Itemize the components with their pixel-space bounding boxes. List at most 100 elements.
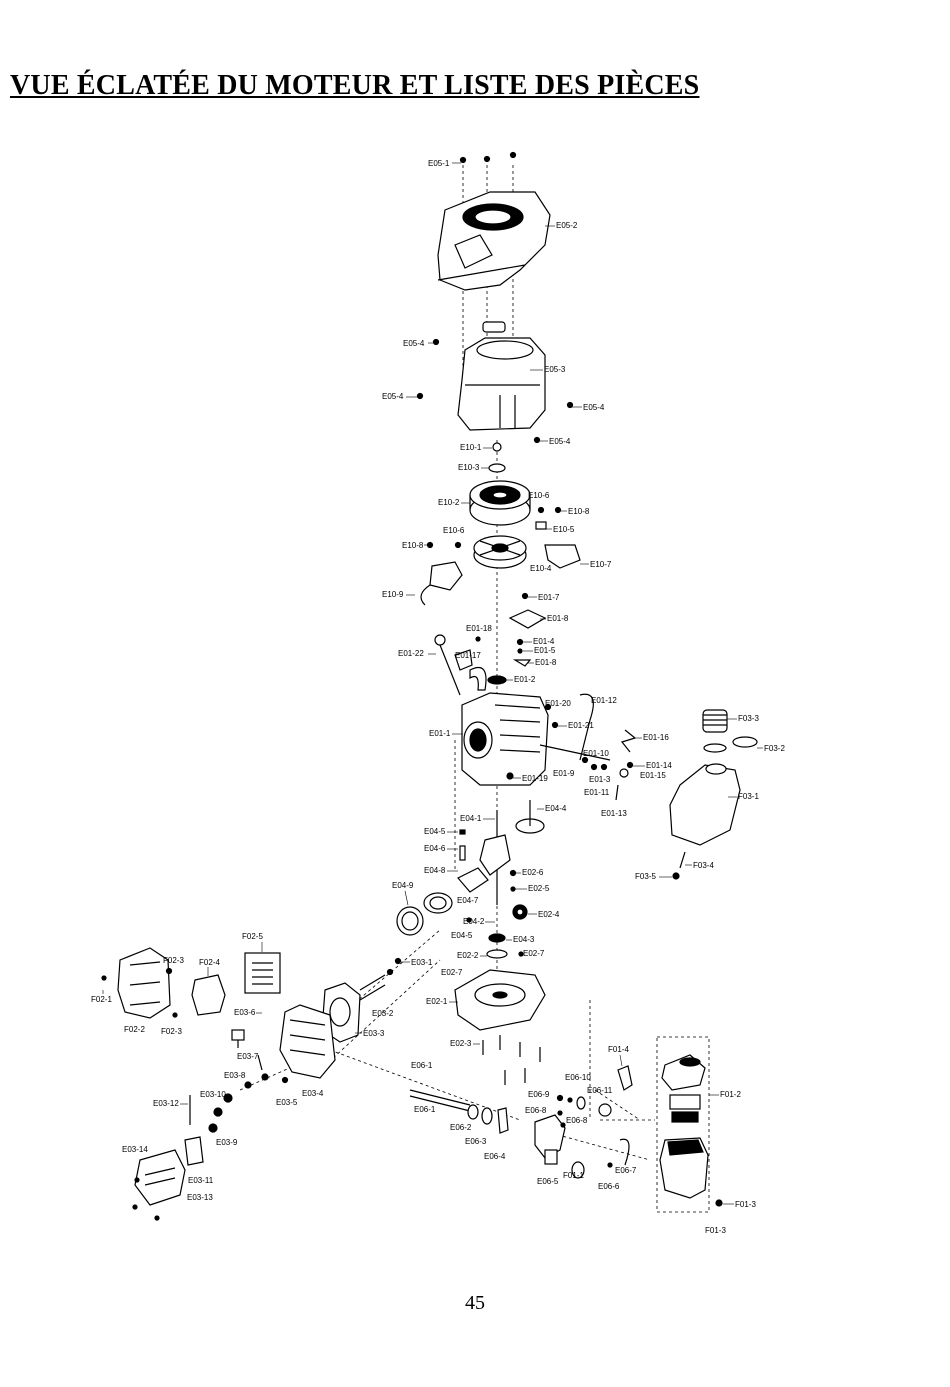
label-E05-4: E05-4 — [583, 403, 605, 412]
label-E01-14: E01-14 — [646, 761, 672, 770]
label-E04-3: E04-3 — [513, 935, 535, 944]
label-E01-16: E01-16 — [643, 733, 669, 742]
blower-housing — [457, 321, 546, 431]
label-E01-5: E01-5 — [534, 646, 556, 655]
label-E05-3: E05-3 — [544, 365, 566, 374]
breather-parts — [487, 592, 547, 685]
label-E06-4: E06-4 — [484, 1152, 506, 1161]
label-E06-8: E06-8 — [566, 1116, 588, 1125]
label-F01-3: F01-3 — [705, 1226, 726, 1235]
label-E01-20: E01-20 — [545, 699, 571, 708]
label-E10-7: E10-7 — [590, 560, 612, 569]
label-E05-4: E05-4 — [549, 437, 571, 446]
label-E04-7: E04-7 — [457, 896, 479, 905]
label-E03-2: E03-2 — [372, 1009, 394, 1018]
label-E04-4: E04-4 — [545, 804, 567, 813]
label-E03-7: E03-7 — [237, 1052, 259, 1061]
label-E03-12: E03-12 — [153, 1099, 179, 1108]
label-F03-5: F03-5 — [635, 872, 656, 881]
shroud-screws — [459, 151, 517, 164]
label-E06-11: E06-11 — [587, 1086, 613, 1095]
label-E02-3: E02-3 — [450, 1039, 472, 1048]
label-E10-8: E10-8 — [402, 541, 424, 550]
label-E10-8: E10-8 — [568, 507, 590, 516]
label-F03-2: F03-2 — [764, 744, 785, 753]
label-E04-6: E04-6 — [424, 844, 446, 853]
callout-labels: E05-1 E05-2 E05-4 E05-3 E05-4 E05-4 E05-… — [91, 159, 785, 1235]
label-E04-8: E04-8 — [424, 866, 446, 875]
label-E03-11: E03-11 — [188, 1176, 214, 1185]
label-E06-1: E06-1 — [414, 1105, 436, 1114]
label-E02-7: E02-7 — [441, 968, 463, 977]
label-E05-4: E05-4 — [403, 339, 425, 348]
flywheel — [469, 480, 531, 526]
ignition-parts — [420, 506, 581, 606]
label-E10-3: E10-3 — [458, 463, 480, 472]
crankshaft-assembly — [396, 800, 545, 959]
label-E03-9: E03-9 — [216, 1138, 238, 1147]
label-E05-2: E05-2 — [556, 221, 578, 230]
label-E10-9: E10-9 — [382, 590, 404, 599]
label-E01-4: E01-4 — [533, 637, 555, 646]
label-E05-4: E05-4 — [382, 392, 404, 401]
label-E01-21: E01-21 — [568, 721, 594, 730]
label-E02-7: E02-7 — [523, 949, 545, 958]
label-E02-2: E02-2 — [457, 951, 479, 960]
label-F01-4: F01-4 — [608, 1045, 629, 1054]
crankcase-cover — [454, 969, 546, 1085]
label-F02-4: F02-4 — [199, 958, 220, 967]
label-E03-4: E03-4 — [302, 1089, 324, 1098]
label-F02-2: F02-2 — [124, 1025, 145, 1034]
label-E01-13: E01-13 — [601, 809, 627, 818]
label-E06-6: E06-6 — [598, 1182, 620, 1191]
label-E04-5: E04-5 — [424, 827, 446, 836]
label-E06-5: E06-5 — [537, 1177, 559, 1186]
label-E06-3: E06-3 — [465, 1137, 487, 1146]
cylinder-head-group — [132, 957, 402, 1221]
label-E06-7: E06-7 — [615, 1166, 637, 1175]
engine-shroud — [437, 191, 551, 291]
label-E01-15: E01-15 — [640, 771, 666, 780]
label-E10-1: E10-1 — [460, 443, 482, 452]
label-E10-5: E10-5 — [553, 525, 575, 534]
label-E02-5: E02-5 — [528, 884, 550, 893]
label-E10-2: E10-2 — [438, 498, 460, 507]
label-E10-6: E10-6 — [443, 526, 465, 535]
label-E01-22: E01-22 — [398, 649, 424, 658]
label-E04-2: E04-2 — [463, 917, 485, 926]
label-E01-8: E01-8 — [535, 658, 557, 667]
label-E06-10: E06-10 — [565, 1073, 591, 1082]
label-E03-6: E03-6 — [234, 1008, 256, 1017]
page-number: 45 — [465, 1292, 485, 1314]
label-F01-3: F01-3 — [735, 1200, 756, 1209]
cylinder-block — [461, 692, 549, 786]
muffler-group — [101, 947, 281, 1019]
label-F02-3: F02-3 — [161, 1027, 182, 1036]
label-E10-4: E10-4 — [530, 564, 552, 573]
label-E04-9: E04-9 — [392, 881, 414, 890]
label-E01-11: E01-11 — [584, 788, 610, 797]
label-E01-1: E01-1 — [429, 729, 451, 738]
label-E01-3: E01-3 — [589, 775, 611, 784]
label-F01-1: F01-1 — [563, 1171, 584, 1180]
label-E01-10: E01-10 — [583, 749, 609, 758]
label-E04-1: E04-1 — [460, 814, 482, 823]
label-E03-13: E03-13 — [187, 1193, 213, 1202]
label-F03-1: F03-1 — [738, 792, 759, 801]
label-F02-5: F02-5 — [242, 932, 263, 941]
label-E03-8: E03-8 — [224, 1071, 246, 1080]
label-F03-3: F03-3 — [738, 714, 759, 723]
page-title: VUE ÉCLATÉE DU MOTEUR ET LISTE DES PIÈCE… — [10, 70, 700, 101]
label-E03-3: E03-3 — [363, 1029, 385, 1038]
label-E02-1: E02-1 — [426, 997, 448, 1006]
dipstick — [434, 634, 487, 696]
label-E01-2: E01-2 — [514, 675, 536, 684]
exploded-view-diagram: E05-1 E05-2 E05-4 E05-3 E05-4 E05-4 E05-… — [91, 151, 785, 1235]
label-E03-14: E03-14 — [122, 1145, 148, 1154]
carburettor-group — [409, 1065, 633, 1179]
label-E01-17: E01-17 — [455, 651, 481, 660]
throttle-linkage — [539, 693, 637, 801]
label-F03-4: F03-4 — [693, 861, 714, 870]
label-E02-6: E02-6 — [522, 868, 544, 877]
label-E02-4: E02-4 — [538, 910, 560, 919]
